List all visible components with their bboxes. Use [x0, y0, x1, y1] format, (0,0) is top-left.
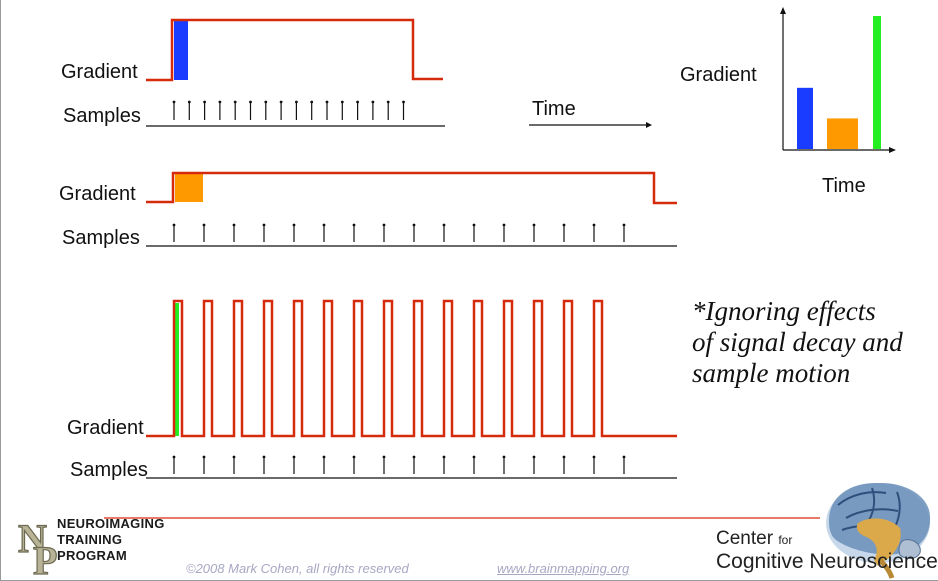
sample-dot: [402, 100, 405, 104]
blue-gradient-area: [174, 21, 188, 80]
sample-dot: [322, 223, 326, 227]
sample-dot: [202, 223, 206, 227]
sample-dot: [172, 455, 176, 459]
logo-letter-p: P: [33, 538, 57, 581]
sample-dot: [264, 100, 268, 104]
inset-y-axis-arrow: [780, 7, 786, 14]
sample-dot: [322, 455, 326, 459]
sample-dot: [325, 100, 329, 104]
sample-dot: [592, 223, 596, 227]
inset-x-label: Time: [822, 175, 866, 197]
sample-dot: [187, 100, 191, 104]
note-line-2: of signal decay and: [692, 327, 903, 357]
gradient-label-3: Gradient: [67, 417, 144, 439]
time-label: Time: [532, 98, 576, 120]
gradient-waveform-2: [146, 171, 677, 205]
inset-bar: [873, 16, 881, 149]
sample-dot: [472, 455, 476, 459]
sample-dot: [562, 223, 566, 227]
inset-bar: [797, 87, 813, 149]
sample-dot: [442, 455, 446, 459]
gradient-waveform-1: [146, 18, 443, 82]
sample-dot: [262, 223, 266, 227]
sample-dot: [502, 455, 506, 459]
sample-dot: [371, 100, 375, 104]
orange-gradient-area: [175, 174, 203, 202]
samples-label-2: Samples: [62, 227, 140, 249]
sample-dot: [172, 223, 176, 227]
inset-gradient-chart: [780, 7, 896, 153]
ccn-center: Center: [716, 528, 774, 549]
sample-dot: [352, 455, 356, 459]
green-gradient-area: [173, 303, 179, 436]
samples-label-1: Samples: [63, 105, 141, 127]
inset-x-axis-arrow: [889, 147, 896, 153]
sample-dot: [412, 455, 416, 459]
sample-dot: [233, 100, 237, 104]
center-cognitive-neuroscience-logo: Center for Cognitive Neuroscience: [716, 529, 938, 574]
gradient-waveform-3: [146, 299, 677, 438]
gradient-label-1: Gradient: [61, 61, 138, 83]
sample-dot: [310, 100, 314, 104]
sample-ticks-3: [172, 455, 626, 474]
note-line-1: *Ignoring effects: [692, 296, 876, 326]
sample-dot: [622, 455, 626, 459]
sample-dot: [532, 223, 536, 227]
sample-dot: [352, 223, 356, 227]
sample-dot: [172, 100, 176, 104]
sample-dot: [356, 100, 359, 104]
sample-dot: [442, 223, 446, 227]
sample-dot: [472, 223, 476, 227]
copyright-text: ©2008 Mark Cohen, all rights reserved: [186, 561, 409, 576]
sample-dot: [382, 455, 386, 459]
note-line-3: sample motion: [692, 358, 851, 388]
sample-ticks-1: [172, 100, 405, 120]
sample-dot: [218, 100, 222, 104]
sample-dot: [292, 223, 296, 227]
inset-y-label: Gradient: [680, 64, 757, 86]
sample-dot: [386, 100, 390, 104]
ccn-for: for: [778, 533, 793, 547]
sample-dot: [592, 455, 596, 459]
ccn-name: Cognitive Neuroscience: [716, 550, 938, 573]
logo-word-2: TRAINING: [57, 532, 123, 547]
logo-word-3: PROGRAM: [57, 548, 127, 563]
logo-word-1: NEUROIMAGING: [57, 516, 165, 531]
sample-dot: [295, 100, 298, 104]
inset-bars: [797, 16, 881, 149]
disclaimer-note: *Ignoring effects of signal decay and sa…: [692, 296, 937, 389]
sample-dot: [502, 223, 506, 227]
gradient-label-2: Gradient: [59, 183, 136, 205]
neuroimaging-logo: N P: [17, 515, 58, 581]
sample-dot: [340, 100, 344, 104]
brainmapping-link[interactable]: www.brainmapping.org: [497, 561, 630, 576]
brain-image: [826, 482, 931, 579]
sample-dot: [249, 100, 252, 104]
sample-dot: [262, 455, 266, 459]
sample-dot: [203, 100, 207, 104]
logo-letter-n: N: [18, 516, 47, 561]
sample-dot: [232, 455, 236, 459]
sample-dot: [202, 455, 206, 459]
sample-dot: [622, 223, 626, 227]
logo-words: NEUROIMAGING TRAINING PROGRAM: [57, 516, 165, 564]
sample-dot: [532, 455, 536, 459]
sample-dot: [232, 223, 236, 227]
sample-dot: [292, 455, 296, 459]
sample-ticks-2: [172, 223, 626, 242]
sample-dot: [382, 223, 386, 227]
sample-dot: [279, 100, 283, 104]
samples-label-3: Samples: [70, 459, 148, 481]
inset-bar: [827, 118, 858, 149]
time-arrow: [529, 122, 652, 128]
sample-dot: [562, 455, 566, 459]
sample-dot: [412, 223, 416, 227]
